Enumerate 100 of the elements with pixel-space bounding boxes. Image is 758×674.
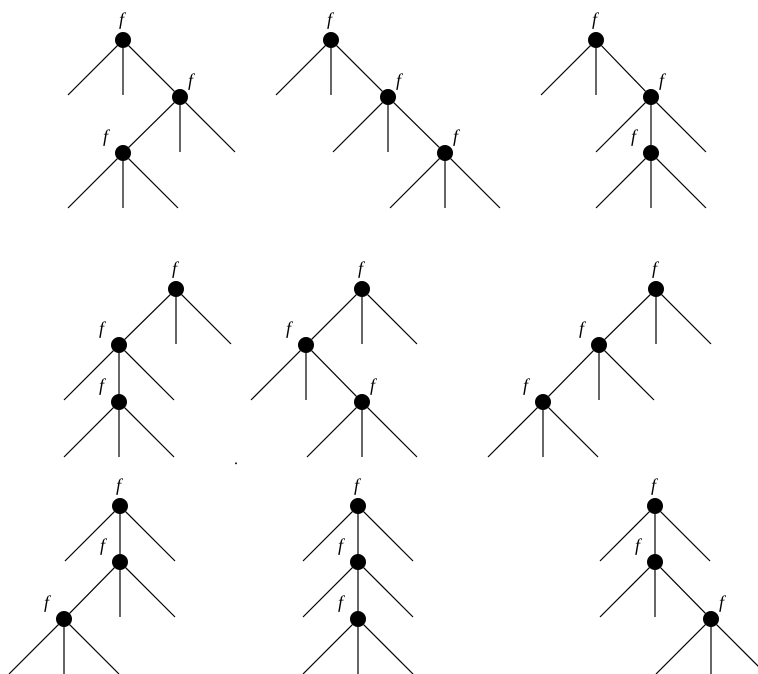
branch-line (357, 570, 359, 611)
vertex-label: f (338, 536, 344, 554)
branch-line (393, 102, 440, 148)
branch-line (363, 567, 414, 618)
vertex-label: f (651, 476, 656, 494)
dot-mark: . (234, 452, 238, 468)
branch-line (119, 514, 121, 554)
branch-line (542, 410, 544, 457)
vertex-label: f (44, 593, 50, 611)
branch-line (661, 294, 712, 344)
branch-line (361, 297, 363, 344)
branch-line (367, 294, 418, 344)
vertex-label: f (659, 71, 664, 89)
branch-line (450, 158, 500, 208)
vertex-label: f (116, 476, 122, 494)
branch-line (540, 45, 591, 96)
branch-line (655, 297, 657, 344)
branch-line (64, 511, 115, 562)
branch-line (604, 350, 654, 400)
branch-line (654, 514, 656, 554)
vertex-label: f (103, 127, 108, 145)
vertex-label: f (396, 71, 402, 89)
branch-line (650, 161, 652, 208)
vertex-label: f (635, 536, 640, 554)
branch-line (330, 48, 332, 95)
vertex-label: f (286, 319, 292, 337)
branch-line (118, 353, 120, 394)
branch-line (302, 567, 353, 618)
branch-line (306, 407, 357, 458)
vertex-label: f (523, 376, 528, 394)
branch-line (660, 511, 710, 562)
vertex-label: f (579, 319, 584, 337)
branch-line (124, 407, 174, 458)
branch-line (250, 350, 301, 400)
branch-line (656, 624, 706, 674)
branch-line (122, 48, 124, 95)
branch-line (656, 158, 706, 208)
vertex-label: f (119, 10, 124, 28)
vertex-label: f (652, 259, 658, 277)
branch-line (69, 567, 115, 614)
branch-line (596, 102, 646, 152)
branch-line (311, 294, 357, 340)
branch-line (595, 48, 597, 95)
branch-line (600, 511, 650, 562)
branch-line (8, 624, 59, 674)
branch-line (387, 105, 389, 152)
vertex-label: f (453, 127, 458, 145)
branch-line (650, 105, 652, 145)
branch-line (64, 407, 114, 458)
branch-line (69, 624, 120, 674)
branch-line (276, 45, 326, 96)
vertex-label: f (719, 593, 724, 611)
branch-line (600, 567, 650, 618)
vertex-label: f (354, 476, 360, 494)
branch-line (311, 350, 357, 397)
branch-line (361, 410, 363, 457)
branch-line (185, 102, 236, 152)
branch-line (332, 102, 383, 152)
branch-line (444, 161, 446, 208)
branch-line (122, 161, 124, 208)
branch-line (125, 567, 176, 618)
branch-line (175, 297, 177, 344)
branch-line (119, 570, 121, 617)
branch-line (179, 105, 181, 152)
branch-line (128, 158, 178, 208)
branch-line (548, 407, 598, 458)
branch-line (128, 102, 175, 148)
branch-line (305, 353, 307, 400)
branch-line (548, 350, 594, 397)
branch-line (367, 407, 418, 458)
branch-line (604, 294, 651, 340)
branch-line (710, 627, 712, 674)
branch-line (124, 294, 171, 340)
branch-line (598, 353, 600, 400)
vertex-label: f (631, 127, 636, 145)
branch-line (68, 158, 118, 208)
branch-line (363, 624, 414, 674)
branch-line (64, 350, 114, 400)
vertex-label: f (592, 10, 598, 28)
branch-line (63, 627, 65, 674)
branch-line (488, 407, 538, 458)
branch-line (302, 624, 353, 674)
branch-line (125, 511, 176, 562)
branch-line (654, 570, 656, 617)
vertex-label: f (327, 10, 332, 28)
branch-line (357, 627, 359, 674)
branch-line (596, 158, 646, 208)
vertex-label: f (99, 319, 104, 337)
branch-line (124, 350, 174, 400)
vertex-label: f (370, 376, 376, 394)
branch-line (660, 567, 706, 614)
vertex-label: f (338, 593, 344, 611)
branch-line (601, 45, 646, 92)
branch-line (181, 294, 232, 344)
branch-line (357, 514, 359, 554)
branch-line (68, 45, 118, 96)
vertex-label: f (358, 259, 364, 277)
branch-line (363, 511, 414, 562)
vertex-label: f (188, 71, 194, 89)
branch-line (336, 45, 383, 92)
